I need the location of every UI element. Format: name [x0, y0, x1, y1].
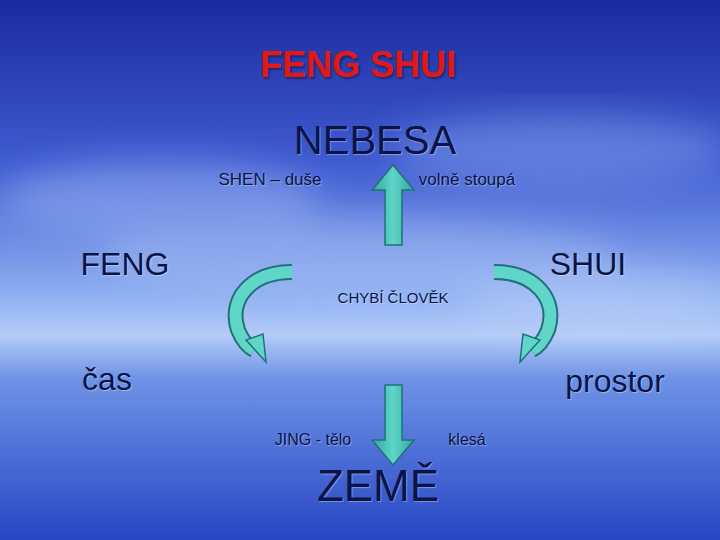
diagram-label: JING - tělo [275, 431, 351, 449]
diagram-label: CHYBÍ ČLOVĚK [338, 290, 449, 307]
diagram-label: volně stoupá [419, 171, 515, 190]
clouds [0, 115, 720, 330]
diagram-label: čas [82, 362, 132, 397]
diagram-label: FENG [81, 247, 170, 282]
curved-arrow [494, 272, 550, 362]
diagram-label: SHEN – duše [219, 171, 322, 190]
diagram-label: NEBESA [294, 118, 456, 162]
down-arrow [372, 385, 414, 465]
diagram-label: prostor [565, 364, 665, 399]
title: FENG SHUI [260, 45, 456, 85]
diagram-label: SHUI [550, 247, 626, 282]
curved-arrow [236, 272, 292, 362]
up-arrow [372, 165, 414, 245]
diagram-label: klesá [448, 431, 485, 449]
diagram-label: ZEMĚ [317, 462, 439, 510]
